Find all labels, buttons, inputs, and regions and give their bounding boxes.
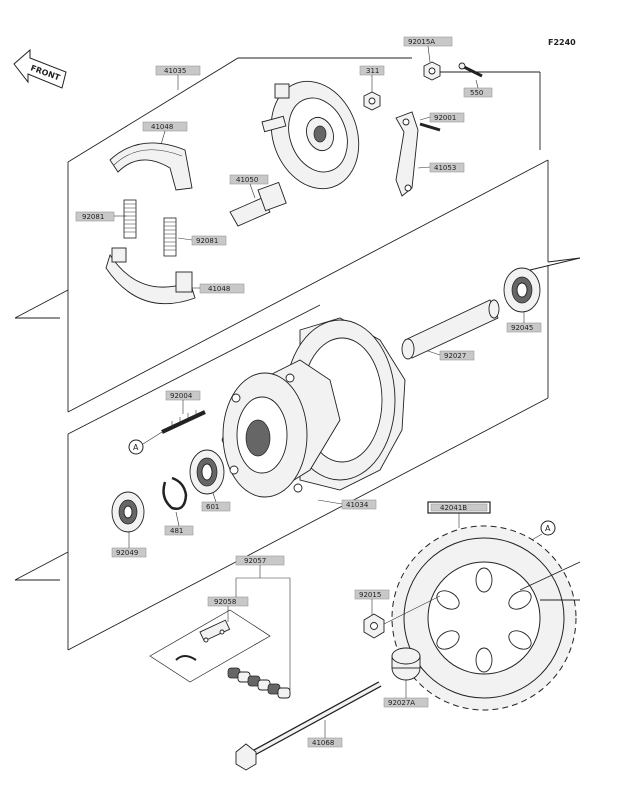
label-92081-left: 92081 xyxy=(82,213,104,221)
chain-links xyxy=(227,667,291,699)
nut-311 xyxy=(363,91,381,111)
circlip-481 xyxy=(162,476,188,510)
label-41048-top: 41048 xyxy=(151,123,173,131)
label-92001: 92001 xyxy=(434,114,456,122)
label-92027: 92027 xyxy=(444,352,466,360)
hub-group-frame xyxy=(14,265,549,651)
label-92015: 92015 xyxy=(359,591,381,599)
label-92081-right: 92081 xyxy=(196,237,218,245)
seal-92049 xyxy=(111,491,145,533)
collar-92027a xyxy=(391,647,421,681)
label-41035: 41035 xyxy=(164,67,186,75)
rear-hub xyxy=(221,317,406,498)
label-92058: 92058 xyxy=(214,598,236,606)
label-92015a: 92015A xyxy=(408,38,435,46)
spring-right-icon xyxy=(163,217,177,257)
bolt-92001 xyxy=(419,122,441,132)
label-92057: 92057 xyxy=(244,557,266,565)
part-labels: 41035 41048 92081 92081 41048 41050 311 … xyxy=(75,36,542,748)
brake-shoe-top xyxy=(109,142,193,191)
collar-92027 xyxy=(401,299,500,360)
chain-joint-group xyxy=(149,609,291,699)
label-42041: 42041B xyxy=(440,504,467,512)
stud-92004 xyxy=(161,410,206,434)
brake-cam xyxy=(229,181,287,227)
nut-92015a xyxy=(423,61,441,81)
sprocket-nut xyxy=(363,595,441,639)
brake-group-frame xyxy=(14,57,581,413)
label-41068: 41068 xyxy=(312,739,334,747)
label-92004: 92004 xyxy=(170,392,193,400)
label-550: 550 xyxy=(470,89,483,97)
rear-sprocket xyxy=(391,525,581,711)
ref-marker-a-left: A xyxy=(128,431,163,455)
label-41034: 41034 xyxy=(346,501,369,509)
ref-marker-a-right-text: A xyxy=(545,524,551,533)
front-arrow-icon: FRONT xyxy=(13,48,67,89)
figure-code: F2240 xyxy=(548,38,576,47)
bearing-92045 xyxy=(503,267,541,313)
label-92045: 92045 xyxy=(511,324,533,332)
brake-shoe-bottom xyxy=(105,247,196,305)
label-481: 481 xyxy=(170,527,183,535)
label-601: 601 xyxy=(206,503,219,511)
label-41050: 41050 xyxy=(236,176,258,184)
bearing-601 xyxy=(189,449,225,495)
spring-left-icon xyxy=(123,199,137,239)
label-41048-bottom: 41048 xyxy=(208,285,230,293)
rear-axle xyxy=(235,681,382,771)
ref-marker-a-left-text: A xyxy=(133,443,139,452)
label-92027a: 92027A xyxy=(388,699,415,707)
brake-panel xyxy=(261,80,360,190)
label-92049: 92049 xyxy=(116,549,138,557)
label-311: 311 xyxy=(366,67,379,75)
label-41053: 41053 xyxy=(434,164,456,172)
bolt-550 xyxy=(458,62,483,78)
brake-lever xyxy=(395,111,419,197)
